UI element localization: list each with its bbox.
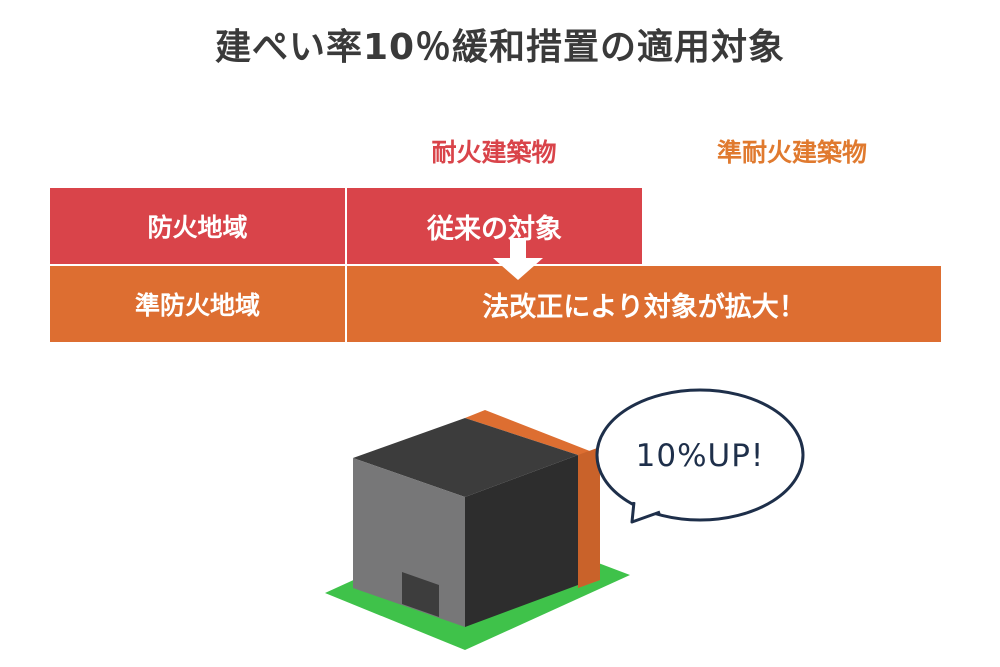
building-illustration (325, 388, 805, 650)
building-roof (353, 418, 578, 497)
row-label-semi-fire-zone: 準防火地域 (50, 266, 345, 342)
column-header-fireproof: 耐火建築物 (431, 138, 557, 167)
page-title: 建ぺい率10％緩和措置の適用対象 (214, 27, 786, 68)
bubble-text: 10%UP! (635, 438, 765, 474)
row-value-fire-zone: 従来の対象 (347, 188, 642, 264)
row-value-semi-fire-zone: 法改正により対象が拡大！ (347, 266, 941, 342)
column-header-semi-fireproof: 準耐火建築物 (716, 138, 867, 167)
speech-bubble (595, 388, 805, 524)
building-side-wall (465, 455, 578, 627)
down-arrow-icon (493, 238, 543, 280)
door-icon (402, 572, 439, 617)
row-label-fire-zone: 防火地域 (50, 188, 345, 264)
